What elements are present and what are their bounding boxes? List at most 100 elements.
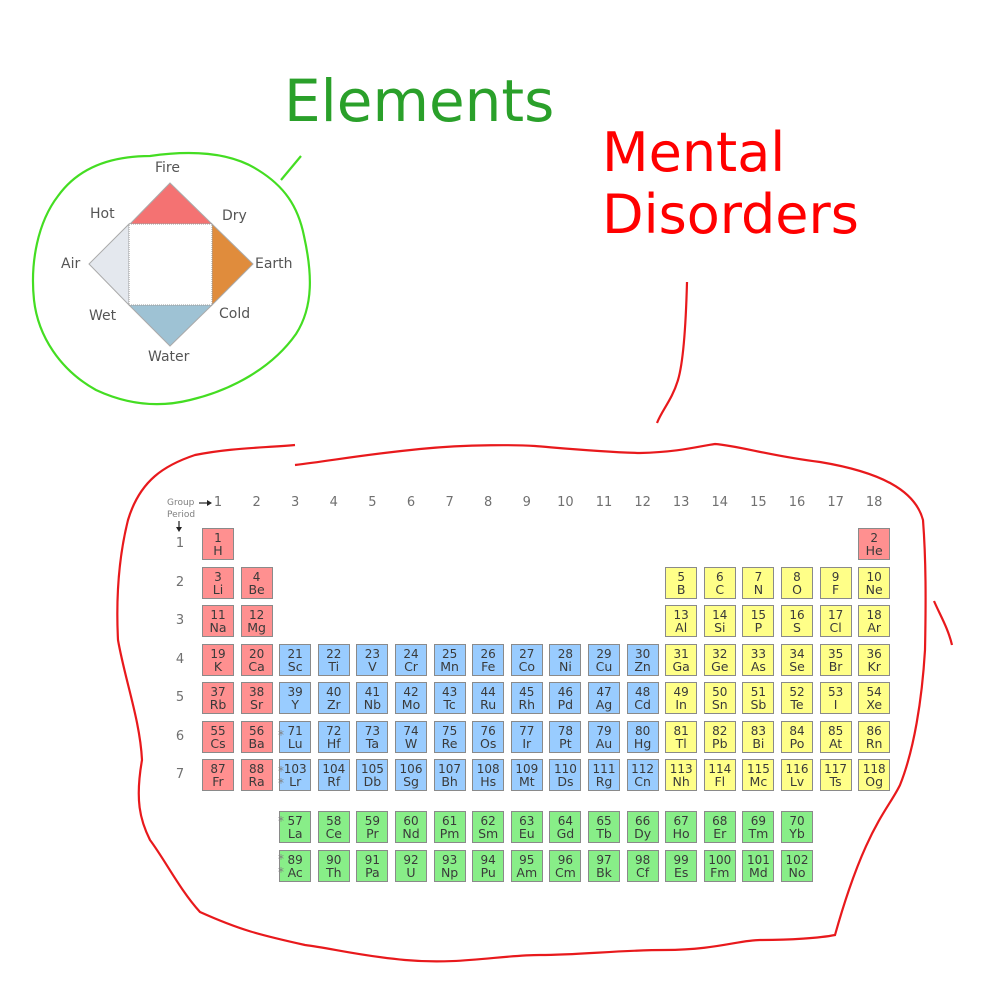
element-symbol: No xyxy=(788,865,806,880)
element-symbol: Os xyxy=(480,735,497,751)
actinide-marker-series-a: * xyxy=(278,852,284,866)
group-label: 2 xyxy=(252,495,261,510)
element-symbol: S xyxy=(793,620,801,635)
element-symbol: Np xyxy=(440,865,459,880)
group-label: 8 xyxy=(484,495,493,510)
atomic-number: 99 xyxy=(673,853,689,867)
hot-label: Hot xyxy=(90,206,115,222)
period-label: 7 xyxy=(175,767,185,782)
mental-label-line-1: Mental xyxy=(602,121,786,184)
group-label: 9 xyxy=(522,495,531,510)
atomic-number: 57 xyxy=(287,814,303,828)
atomic-number: 11 xyxy=(210,608,226,622)
element-symbol: Ra xyxy=(248,774,265,789)
atomic-number: 69 xyxy=(750,814,767,828)
element-symbol: At xyxy=(828,735,843,751)
atomic-number: 3 xyxy=(214,569,222,584)
atomic-number: 106 xyxy=(399,762,423,776)
actinide-marker-series-b: * xyxy=(278,865,284,879)
atomic-number: 118 xyxy=(862,762,886,776)
group-label: 13 xyxy=(672,495,690,510)
atomic-number: 13 xyxy=(673,608,689,622)
atomic-number: 50 xyxy=(712,685,728,699)
fire-triangle xyxy=(128,182,214,225)
atomic-number: 38 xyxy=(248,685,265,699)
element-symbol: Rh xyxy=(518,697,536,712)
atomic-number: 55 xyxy=(210,723,226,738)
lanthanide-marker-row6: * xyxy=(278,728,284,742)
atomic-number: 36 xyxy=(866,646,882,661)
element-symbol: H xyxy=(213,543,223,558)
center-square xyxy=(128,223,213,306)
element-symbol: Cr xyxy=(404,658,418,674)
atomic-number: 2 xyxy=(870,531,878,545)
atomic-number: 14 xyxy=(712,608,728,622)
element-symbol: Lr xyxy=(289,774,302,789)
atomic-number: 75 xyxy=(441,723,458,738)
element-symbol: Ds xyxy=(557,774,574,789)
element-symbol: Hg xyxy=(633,735,652,751)
group-label: 14 xyxy=(711,495,729,510)
element-symbol: Rn xyxy=(865,735,883,751)
dry-label: Dry xyxy=(222,208,247,224)
element-symbol: Ru xyxy=(480,697,497,712)
element-symbol: Pt xyxy=(559,735,572,751)
element-symbol: He xyxy=(865,543,883,558)
atomic-number: 42 xyxy=(403,685,419,699)
group-label: 1 xyxy=(213,495,223,510)
actinide-marker-row7-a: * xyxy=(278,764,284,778)
group-axis-label: Group xyxy=(167,498,195,508)
atomic-number: 91 xyxy=(364,853,381,867)
atomic-number: 94 xyxy=(480,853,496,867)
element-symbol: Bk xyxy=(596,865,612,880)
atomic-number: 44 xyxy=(480,685,496,699)
atomic-number: 110 xyxy=(553,762,577,776)
element-symbol: Ca xyxy=(248,658,265,674)
element-symbol: Ag xyxy=(595,697,613,712)
atomic-number: 48 xyxy=(634,685,651,699)
atomic-number: 103 xyxy=(283,762,307,776)
period-label: 4 xyxy=(175,651,185,667)
outline-tail-stroke xyxy=(932,600,954,646)
atomic-number: 6 xyxy=(715,569,724,584)
atomic-number: 93 xyxy=(441,853,458,867)
group-label: 12 xyxy=(634,495,651,510)
element-symbol: Ge xyxy=(711,658,729,674)
atomic-number: 111 xyxy=(592,762,616,776)
atomic-number: 112 xyxy=(631,762,655,776)
element-symbol: Yb xyxy=(789,826,805,841)
atomic-number: 18 xyxy=(866,608,882,622)
